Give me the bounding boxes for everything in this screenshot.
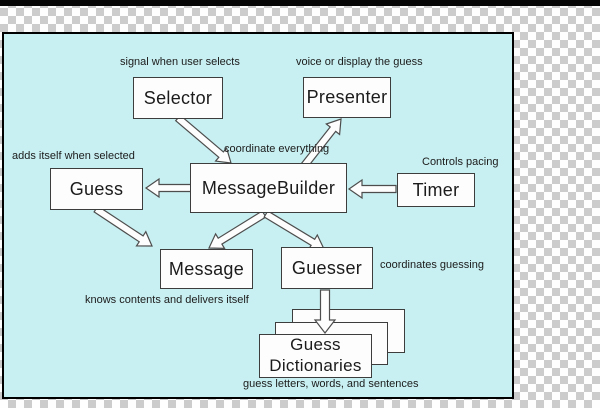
node-guess-dictionaries: Guess Dictionaries	[259, 334, 372, 378]
note-guess: adds itself when selected	[12, 150, 135, 162]
node-timer: Timer	[397, 173, 475, 207]
top-black-bar	[0, 0, 600, 6]
note-message-builder: coordinate everything	[224, 143, 330, 155]
node-guess-label: Guess	[69, 178, 124, 199]
node-timer-label: Timer	[412, 179, 460, 200]
note-presenter: voice or display the guess	[296, 56, 423, 68]
node-message-label: Message	[168, 258, 245, 279]
node-selector-label: Selector	[143, 87, 213, 108]
node-selector: Selector	[133, 77, 223, 119]
note-message: knows contents and delivers itself	[85, 294, 249, 306]
node-guesser: Guesser	[281, 247, 373, 289]
node-message: Message	[160, 249, 253, 289]
node-guess: Guess	[50, 168, 143, 210]
node-message-builder-label: MessageBuilder	[201, 177, 336, 198]
note-timer: Controls pacing	[422, 156, 499, 168]
node-guesser-label: Guesser	[291, 257, 363, 278]
node-guess-dictionaries-label-line2: Dictionaries	[269, 356, 362, 375]
node-presenter: Presenter	[303, 77, 391, 118]
node-presenter-label: Presenter	[306, 87, 388, 107]
diagram-canvas	[2, 32, 514, 399]
node-message-builder: MessageBuilder	[190, 163, 347, 213]
note-guesser: coordinates guessing	[380, 259, 484, 271]
note-selector: signal when user selects	[120, 56, 240, 68]
node-guess-dictionaries-label-line1: Guess	[290, 335, 341, 355]
note-guess-dictionaries: guess letters, words, and sentences	[243, 378, 419, 390]
